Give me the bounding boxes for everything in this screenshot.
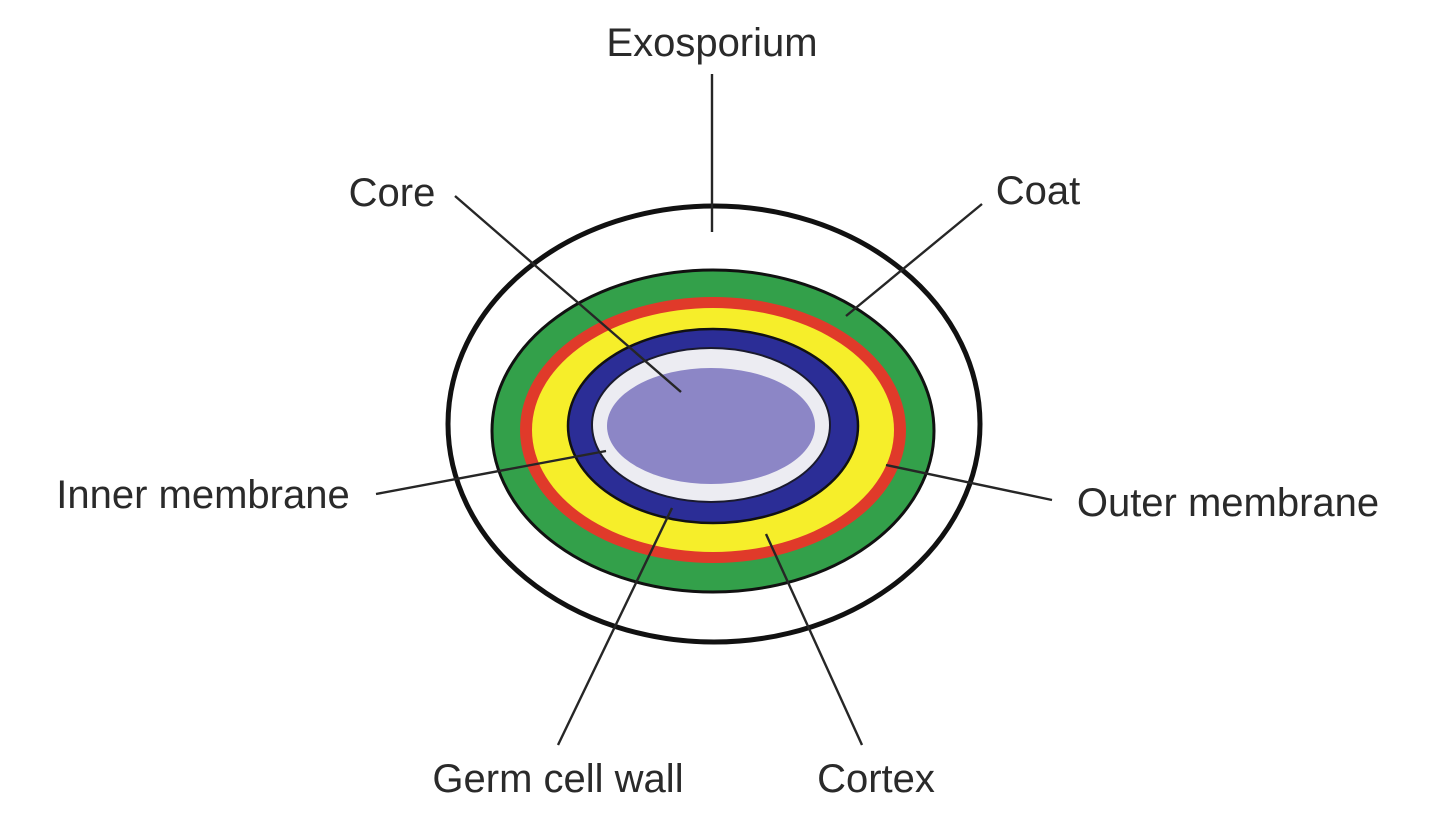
germ-cell-wall-label: Germ cell wall <box>432 757 683 801</box>
cortex-leader-line <box>764 533 864 746</box>
coat-label: Coat <box>996 169 1081 213</box>
exosporium-label: Exosporium <box>606 21 817 65</box>
germ-cell-wall-leader-line <box>556 507 674 746</box>
core-leader-line <box>454 195 682 393</box>
outer-membrane-leader-line <box>885 463 1053 502</box>
inner-membrane-label: Inner membrane <box>56 473 349 517</box>
core-label: Core <box>349 171 436 215</box>
outer-membrane-label: Outer membrane <box>1077 481 1379 525</box>
core-region <box>607 368 815 484</box>
inner-membrane-leader-line <box>375 449 607 496</box>
coat-leader-line <box>845 203 983 317</box>
cortex-label: Cortex <box>817 757 935 801</box>
